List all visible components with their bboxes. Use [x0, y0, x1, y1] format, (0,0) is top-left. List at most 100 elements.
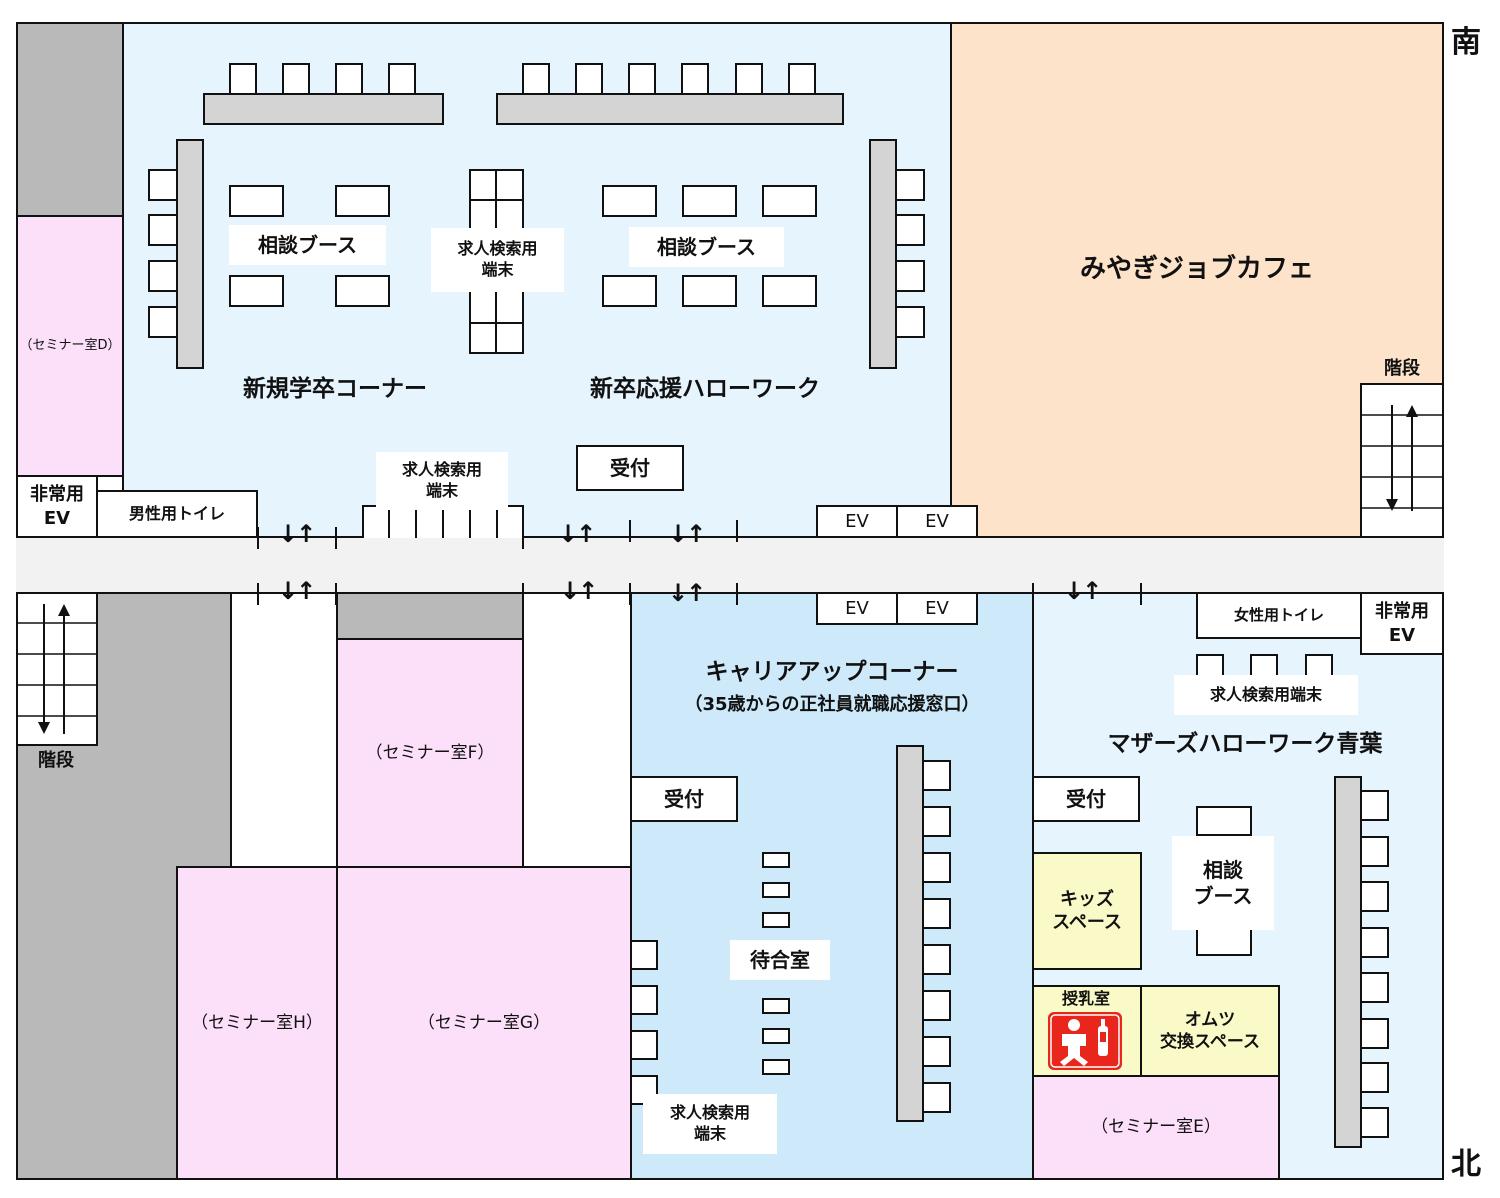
door-mark: [335, 583, 337, 605]
reception-mothers[interactable]: 受付: [1032, 776, 1140, 822]
seminar-room-f[interactable]: （セミナー室F）: [336, 638, 524, 868]
seminar-room-e[interactable]: （セミナー室E）: [1032, 1075, 1280, 1180]
terminal-career-label: 求人検索用 端末: [643, 1094, 777, 1154]
compass-north: 北: [1451, 1146, 1481, 1182]
chair: [922, 898, 951, 929]
stairs-right-icon: [1360, 405, 1442, 511]
grid-line: [469, 505, 471, 538]
seminar-room-g[interactable]: （セミナー室G）: [336, 866, 632, 1180]
career-up-title: キャリアアップコーナー: [705, 659, 959, 686]
seminar-room-f-label: （セミナー室F）: [365, 742, 495, 763]
emergency-ev-right-label: 非常用 EV: [1375, 601, 1429, 646]
door-mark: [1140, 583, 1142, 605]
ev-bottom-1[interactable]: EV: [816, 592, 898, 625]
door-mark: [522, 527, 524, 549]
seat: [762, 1059, 790, 1075]
chair: [922, 990, 951, 1021]
grid-line: [469, 199, 524, 201]
ev-bottom-2-label: EV: [925, 597, 949, 619]
table: [762, 185, 817, 217]
reception-top-label: 受付: [610, 456, 650, 480]
chair: [681, 63, 709, 95]
ev-top-1-label: EV: [845, 510, 869, 532]
seat: [762, 1028, 790, 1044]
career-up-area[interactable]: [630, 592, 1034, 1180]
chair: [148, 260, 178, 292]
two-way-arrow-icon: ↓↑: [278, 520, 316, 548]
seminar-room-d[interactable]: （セミナー室D）: [16, 215, 124, 477]
reception-mothers-label: 受付: [1066, 787, 1106, 811]
consult-booth-center-label: 相談ブース: [629, 227, 784, 267]
door-mark: [736, 520, 738, 542]
mens-toilet-label: 男性用トイレ: [128, 503, 225, 523]
chair: [1360, 972, 1389, 1003]
table: [602, 185, 657, 217]
nursing-room-icon: [1048, 1012, 1122, 1070]
chair: [895, 214, 925, 246]
ev-bottom-2[interactable]: EV: [896, 592, 978, 625]
chair: [1360, 881, 1389, 912]
seminar-room-h[interactable]: （セミナー室H）: [176, 866, 338, 1180]
reception-career[interactable]: 受付: [630, 776, 738, 822]
counter-right-vertical: [869, 139, 897, 369]
womens-toilet[interactable]: 女性用トイレ: [1196, 592, 1362, 639]
chair: [895, 260, 925, 292]
chair: [1360, 836, 1389, 867]
chair: [522, 63, 550, 95]
consult-booth-mothers-label: 相談 ブース: [1172, 836, 1274, 930]
emergency-ev-left-label: 非常用 EV: [30, 484, 84, 529]
two-way-arrow-icon: ↓↑: [1064, 577, 1102, 605]
two-way-arrow-icon: ↓↑: [278, 577, 316, 605]
chair: [922, 852, 951, 883]
emergency-ev-left[interactable]: 非常用 EV: [16, 475, 98, 538]
chair: [1196, 806, 1252, 836]
table: [229, 185, 284, 217]
terminal-mothers-label: 求人検索用端末: [1174, 675, 1358, 715]
ev-top-2[interactable]: EV: [896, 505, 978, 538]
chair: [148, 169, 178, 201]
mens-toilet[interactable]: 男性用トイレ: [96, 490, 258, 538]
two-way-arrow-icon: ↓↑: [558, 520, 596, 548]
chair: [1360, 1018, 1389, 1049]
chair: [628, 63, 656, 95]
door-mark: [335, 527, 337, 549]
terminal: [630, 985, 658, 1015]
stairs-right[interactable]: [1360, 383, 1444, 538]
consult-booth-left-label: 相談ブース: [229, 225, 386, 265]
emergency-ev-right[interactable]: 非常用 EV: [1360, 592, 1444, 655]
door-mark: [1032, 583, 1034, 605]
stairs-left-label: 階段: [38, 750, 74, 772]
terminal: [630, 1030, 658, 1060]
grid-line: [388, 505, 390, 538]
two-way-arrow-icon: ↓↑: [560, 577, 598, 605]
door-mark: [522, 583, 524, 605]
passage-left[interactable]: [230, 592, 338, 868]
compass-south: 南: [1451, 24, 1481, 60]
table: [682, 185, 737, 217]
chair: [1360, 1107, 1389, 1138]
terminal-corridor-label: 求人検索用 端末: [376, 452, 508, 510]
ev-top-1[interactable]: EV: [816, 505, 898, 538]
counter-mothers-vertical: [1334, 776, 1362, 1148]
table: [335, 275, 390, 307]
seminar-room-e-label: （セミナー室E）: [1091, 1117, 1221, 1138]
chair: [282, 63, 310, 95]
chair: [922, 1036, 951, 1067]
main-corridor[interactable]: [16, 536, 1444, 594]
kids-space[interactable]: キッズ スペース: [1032, 852, 1142, 970]
chair: [1360, 1062, 1389, 1093]
ev-bottom-1-label: EV: [845, 597, 869, 619]
door-mark: [736, 583, 738, 605]
stairs-left[interactable]: [16, 592, 98, 746]
chair: [922, 1082, 951, 1113]
chair: [335, 63, 363, 95]
reception-top[interactable]: 受付: [576, 445, 684, 491]
womens-toilet-label: 女性用トイレ: [1233, 605, 1324, 624]
table: [602, 275, 657, 307]
utility-space-top-left: [16, 22, 124, 217]
diaper-changing-space[interactable]: オムツ 交換スペース: [1140, 985, 1280, 1077]
passage-center[interactable]: [522, 592, 632, 868]
seminar-room-h-label: （セミナー室H）: [191, 1012, 323, 1033]
two-way-arrow-icon: ↓↑: [668, 579, 706, 607]
seminar-room-g-label: （セミナー室G）: [417, 1012, 551, 1033]
